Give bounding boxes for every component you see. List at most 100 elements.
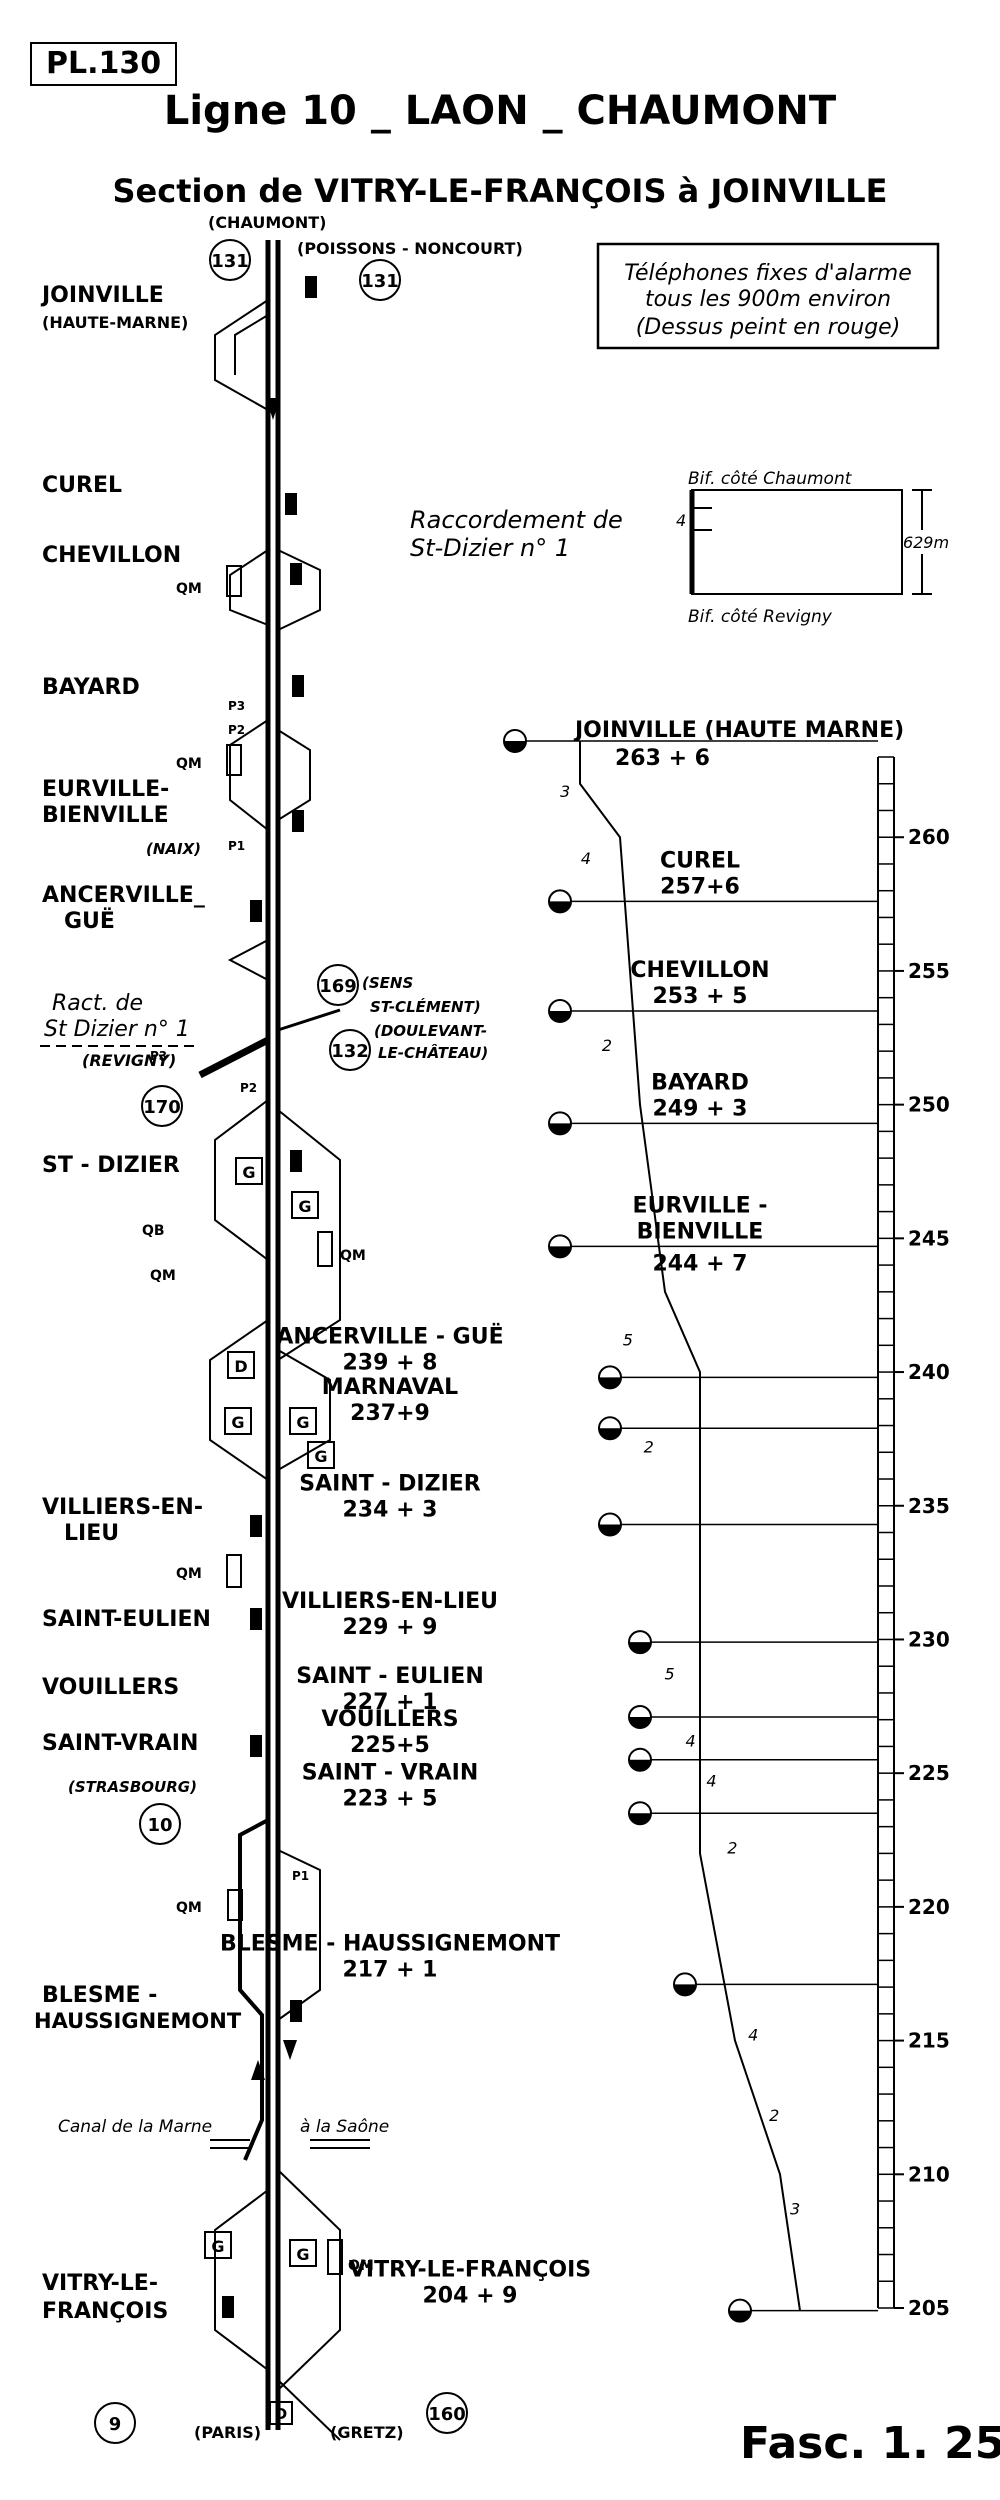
route-circles: 131 131 169 132 170 10 9 160: [94, 239, 468, 2444]
left-station-bienville: BIENVILLE: [42, 803, 169, 828]
left-station-ancerville: ANCERVILLE_: [42, 883, 205, 908]
marker-qm-eurville: QM: [176, 756, 202, 772]
profile-stations: JOINVILLE (HAUTE MARNE)263 + 6CUREL257+6…: [220, 718, 904, 2323]
km-tick-label: 255: [908, 959, 950, 983]
raccordement-grade: 4: [676, 511, 686, 530]
km-tick-label: 240: [908, 1360, 950, 1384]
left-station-sainteulien: SAINT-EULIEN: [42, 1607, 211, 1632]
station-marker-fill: [629, 1759, 651, 1771]
left-station-saintvrain: SAINT-VRAIN: [42, 1731, 198, 1756]
marker-qb: QB: [142, 1223, 165, 1239]
profile-station-name: BLESME - HAUSSIGNEMONT: [220, 1931, 560, 1956]
marker-p2-bis: P2: [240, 1081, 257, 1095]
schematic-tracks: [198, 240, 370, 2441]
station-marker-fill: [599, 1524, 621, 1536]
km-tick-label: 210: [908, 2162, 950, 2186]
profile-station-pk: 229 + 9: [343, 1615, 438, 1640]
marker-p1-bis: P1: [292, 1869, 309, 1883]
left-station-blesme: BLESME -: [42, 1983, 157, 2008]
profile-station-name: SAINT - VRAIN: [302, 1760, 479, 1785]
bif-revigny-label: Bif. côté Revigny: [688, 607, 833, 627]
grade-label: 4: [706, 1772, 716, 1791]
km-tick-label: 220: [908, 1895, 950, 1919]
racct-label-2: St Dizier n° 1: [44, 1017, 190, 1042]
station-marker-fill: [629, 1717, 651, 1729]
marker-p3-bis: P3: [150, 1049, 167, 1063]
dir-sens-1: (SENS: [362, 974, 413, 992]
left-station-joinville: JOINVILLE: [40, 283, 164, 308]
station-marker-fill: [629, 1642, 651, 1654]
left-station-vouillers: VOUILLERS: [42, 1675, 179, 1700]
profile-station-name: VILLIERS-EN-LIEU: [282, 1589, 498, 1614]
bif-chaumont-label: Bif. côté Chaumont: [688, 469, 853, 489]
km-tick-label: 215: [908, 2029, 950, 2053]
profile-station-pk: 204 + 9: [423, 2284, 518, 2309]
raccordement-length: 629m: [903, 533, 949, 552]
km-tick-label: 250: [908, 1093, 950, 1117]
alarm-phone-notice: Téléphones fixes d'alarme tous les 900m …: [596, 242, 940, 350]
line-title: Ligne 10 _ LAON _ CHAUMONT: [163, 88, 837, 134]
raccordement-title-1: Raccordement de: [410, 506, 623, 534]
marker-g-7: G: [296, 2245, 309, 2264]
marker-qm-vitry: QM: [348, 2258, 374, 2274]
station-marker-fill: [599, 1377, 621, 1389]
dir-paris: (PARIS): [194, 2423, 261, 2442]
left-station-villiers: VILLIERS-EN-: [42, 1495, 203, 1520]
marker-p2: P2: [228, 723, 245, 737]
circle-132: 132: [331, 1041, 369, 1062]
profile-station-pk: 227 + 1: [343, 1690, 438, 1715]
dir-doulevant-1: (DOULEVANT-: [374, 1022, 487, 1040]
grade-label: 2: [727, 1838, 737, 1857]
left-station-lieu: LIEU: [64, 1521, 119, 1546]
grade-label: 3: [790, 2199, 800, 2218]
marker-g-6: G: [211, 2237, 224, 2256]
grade-label: 4: [748, 2026, 758, 2045]
racct-label-1: Ract. de: [52, 991, 143, 1016]
profile-station-name: CHEVILLON: [630, 958, 769, 983]
profile-station-pk: 257+6: [660, 874, 740, 899]
station-marker-fill: [549, 1123, 571, 1135]
dir-doulevant-2: LE-CHÂTEAU): [378, 1043, 488, 1062]
circle-170: 170: [143, 1097, 181, 1118]
left-station-joinville-sub: (HAUTE-MARNE): [42, 313, 188, 332]
raccordement-inset: Raccordement de St-Dizier n° 1 Bif. côté…: [410, 469, 949, 627]
left-station-chevillon: CHEVILLON: [42, 543, 181, 568]
km-tick-label: 230: [908, 1627, 950, 1651]
grade-label: 4: [581, 849, 591, 868]
profile-station-pk: 234 + 3: [343, 1497, 438, 1522]
dir-naix: (NAIX): [146, 840, 201, 858]
circle-131-left: 131: [211, 251, 249, 272]
station-marker-fill: [549, 1246, 571, 1258]
station-marker-fill: [504, 740, 526, 752]
notice-line-3: (Dessus peint en rouge): [636, 315, 901, 340]
station-marker-fill: [674, 1984, 696, 1996]
plate-label: PL.130: [30, 42, 178, 86]
marker-g-2: G: [298, 1197, 311, 1216]
left-station-eurville: EURVILLE-: [42, 777, 169, 802]
direction-labels: (CHAUMONT) (POISSONS - NONCOURT) (NAIX) …: [40, 213, 523, 2442]
marker-qm-stdizier: QM: [340, 1248, 366, 1264]
station-marker-fill: [549, 901, 571, 913]
profile-station-name: BAYARD: [651, 1070, 749, 1095]
dir-poissons: (POISSONS - NONCOURT): [297, 239, 523, 258]
profile-station-pk: 237+9: [350, 1401, 430, 1426]
grade-label: 4: [685, 1731, 695, 1750]
left-station-francois: FRANÇOIS: [42, 2299, 168, 2324]
circle-160: 160: [428, 2404, 466, 2425]
left-station-bayard: BAYARD: [42, 675, 140, 700]
marker-qm-villiers: QM: [176, 1566, 202, 1582]
km-tick-label: 245: [908, 1226, 950, 1250]
grade-label: 2: [769, 2106, 779, 2125]
marker-p1: P1: [228, 839, 245, 853]
marker-d-1: D: [234, 1357, 247, 1376]
grade-label: 5: [665, 1665, 675, 1684]
profile-station-name: SAINT - EULIEN: [296, 1664, 483, 1689]
left-station-stdizier: ST - DIZIER: [42, 1153, 180, 1178]
dir-sens-2: ST-CLÉMENT): [370, 997, 481, 1016]
profile-station-name: VITRY-LE-FRANÇOIS: [349, 2258, 591, 2283]
station-marker-fill: [549, 1011, 571, 1023]
left-station-gue: GUË: [64, 908, 115, 934]
station-marker-fill: [599, 1428, 621, 1440]
